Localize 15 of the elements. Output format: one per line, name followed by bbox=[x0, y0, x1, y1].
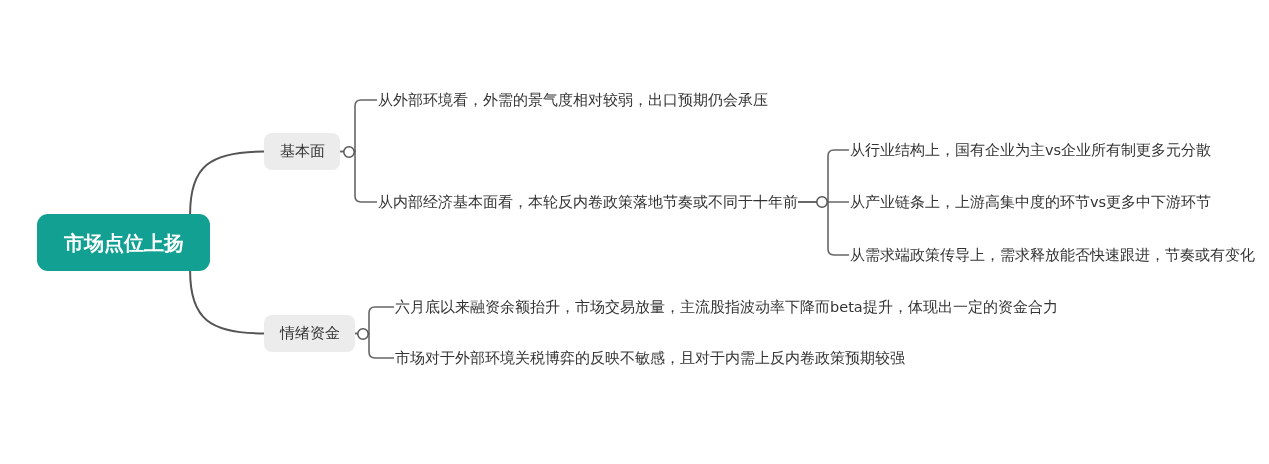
subtopic-text: 六月底以来融资余额抬升，市场交易放量，主流股指波动率下降而beta提升，体现出一定的资金合力 bbox=[395, 297, 1058, 317]
connector-line bbox=[189, 270, 265, 335]
subtopic-text: 从外部环境看，外需的景气度相对较弱，出口预期仍会承压 bbox=[378, 90, 768, 110]
subtopic-text: 从行业结构上，国有企业为主vs企业所有制更多元分散 bbox=[850, 140, 1212, 160]
bracket-line bbox=[339, 150, 378, 203]
topic-box: 基本面 bbox=[264, 133, 340, 170]
subtopic-text: 从内部经济基本面看，本轮反内卷政策落地节奏或不同于十年前 bbox=[378, 192, 798, 212]
bracket-line bbox=[354, 332, 395, 359]
subtopic-text: 市场对于外部环境关税博弈的反映不敏感，且对于内需上反内卷政策预期较强 bbox=[395, 348, 905, 368]
subtopic-text: 从产业链条上，上游高集中度的环节vs更多中下游环节 bbox=[850, 192, 1212, 212]
topic-box: 情绪资金 bbox=[264, 315, 355, 352]
bracket-line bbox=[797, 201, 850, 256]
connector-line bbox=[189, 150, 265, 215]
subtopic-text: 从需求端政策传导上，需求释放能否快速跟进，节奏或有变化 bbox=[850, 245, 1255, 265]
central-topic-box: 市场点位上扬 bbox=[37, 214, 210, 271]
